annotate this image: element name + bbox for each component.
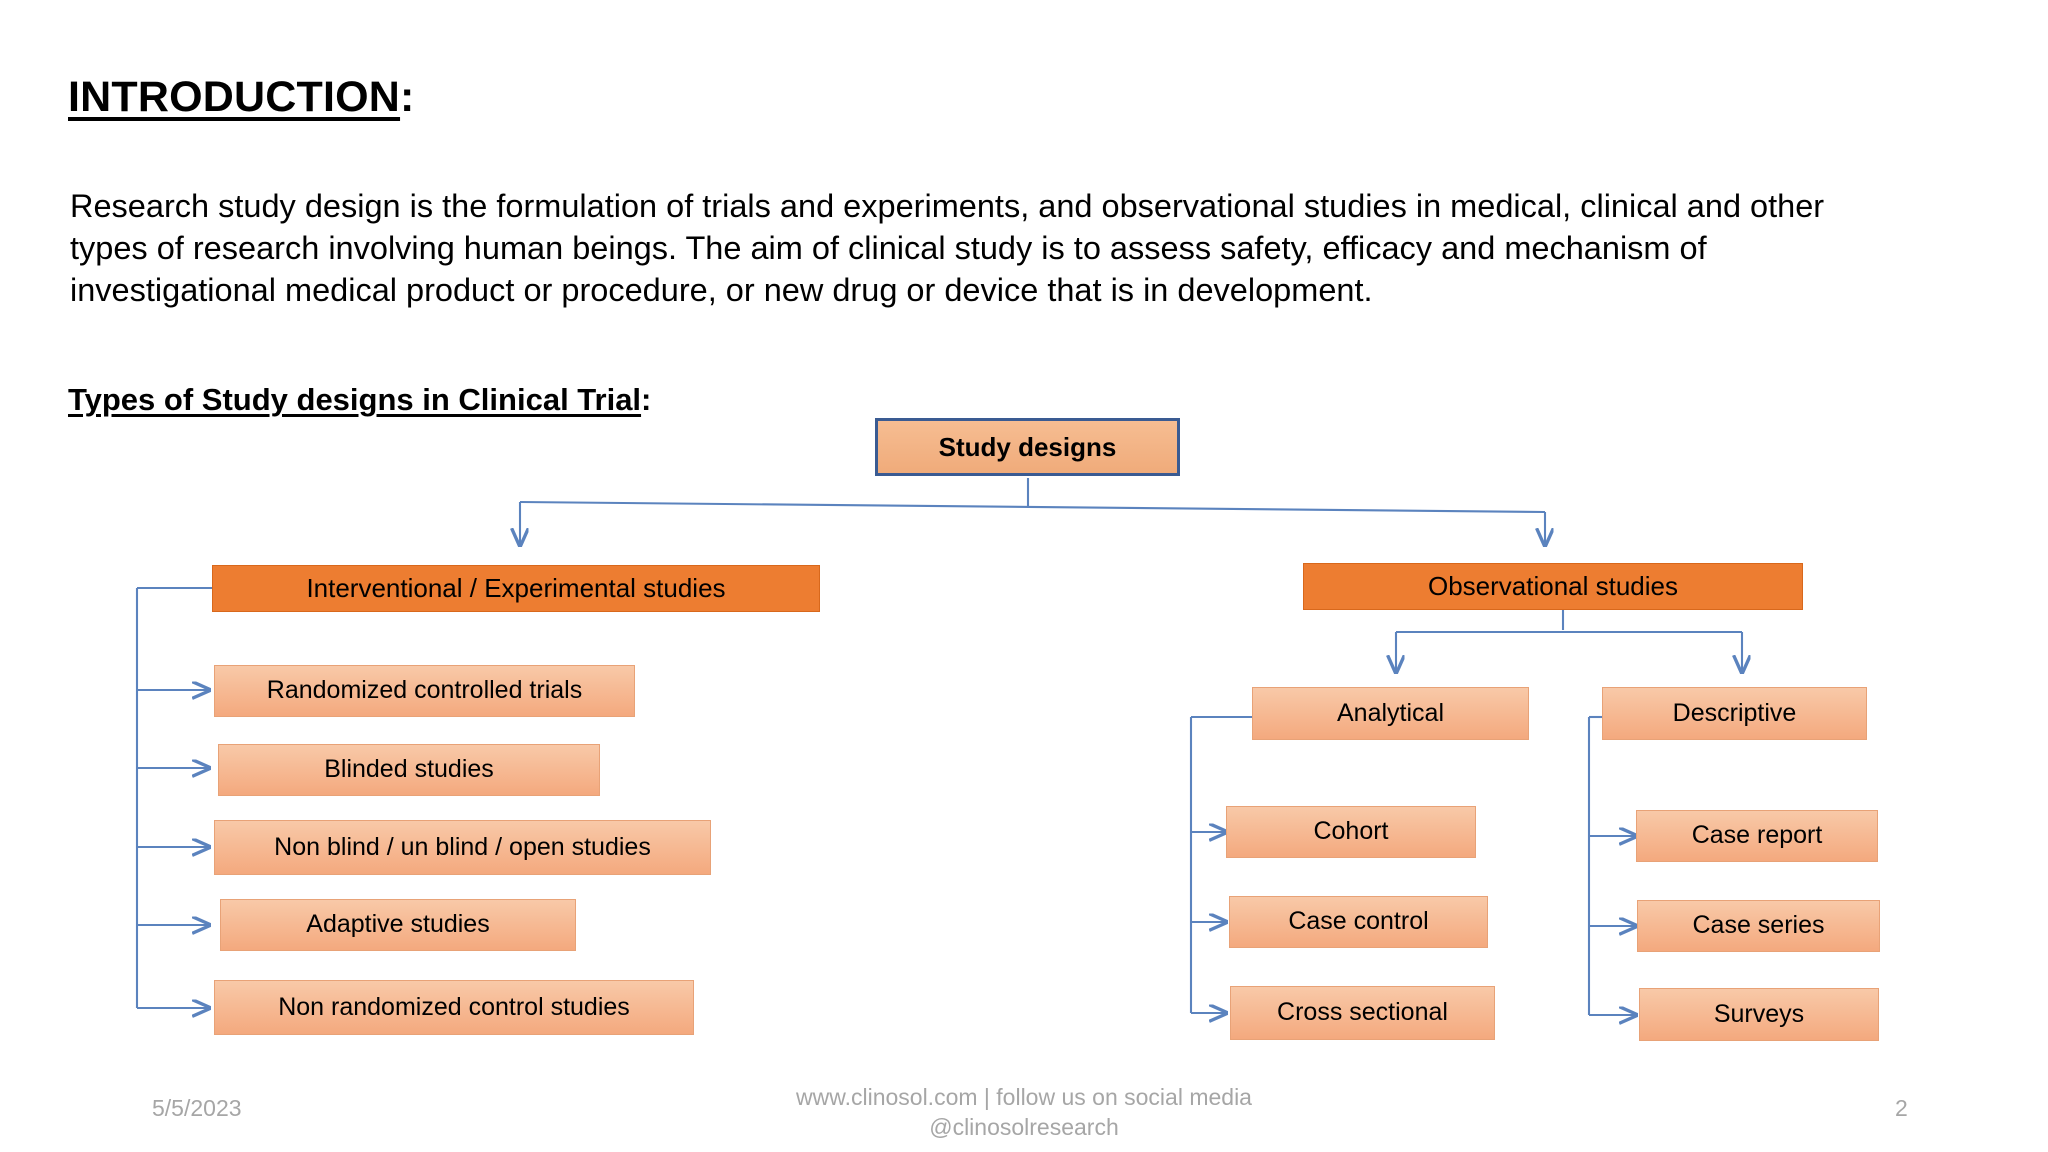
section-subtitle-text: Types of Study designs in Clinical Trial — [68, 382, 642, 417]
node-cross-sectional[interactable]: Cross sectional — [1230, 986, 1495, 1040]
footer-credit-line1: www.clinosol.com | follow us on social m… — [796, 1084, 1252, 1110]
node-observational-studies-label: Observational studies — [1427, 571, 1679, 602]
node-adaptive-studies-label: Adaptive studies — [306, 910, 490, 939]
section-subtitle-colon: : — [641, 382, 652, 417]
page-title: INTRODUCTION: — [68, 76, 415, 119]
node-non-randomized-control-studies[interactable]: Non randomized control studies — [214, 980, 694, 1035]
node-case-control-label: Case control — [1288, 907, 1429, 936]
footer-page-number: 2 — [1895, 1095, 1908, 1121]
node-descriptive-label: Descriptive — [1672, 698, 1797, 727]
footer-credit: www.clinosol.com | follow us on social m… — [724, 1082, 1324, 1142]
node-case-series-label: Case series — [1692, 911, 1825, 940]
footer-date: 5/5/2023 — [152, 1095, 242, 1121]
node-non-blind-open-studies[interactable]: Non blind / un blind / open studies — [214, 820, 711, 875]
node-cohort-label: Cohort — [1313, 817, 1389, 846]
node-case-report[interactable]: Case report — [1636, 810, 1878, 862]
section-subtitle: Types of Study designs in Clinical Trial… — [68, 382, 651, 418]
node-cohort[interactable]: Cohort — [1226, 806, 1476, 858]
node-blinded-studies-label: Blinded studies — [324, 755, 494, 784]
node-case-report-label: Case report — [1691, 821, 1823, 850]
intro-paragraph: Research study design is the formulation… — [70, 188, 1825, 308]
node-interventional-studies[interactable]: Interventional / Experimental studies — [212, 565, 820, 612]
node-descriptive[interactable]: Descriptive — [1602, 687, 1867, 740]
node-study-designs-label: Study designs — [938, 431, 1117, 462]
node-adaptive-studies[interactable]: Adaptive studies — [220, 899, 576, 951]
node-interventional-studies-label: Interventional / Experimental studies — [306, 573, 726, 604]
node-non-randomized-control-studies-label: Non randomized control studies — [278, 992, 630, 1021]
node-study-designs[interactable]: Study designs — [875, 418, 1180, 476]
node-observational-studies[interactable]: Observational studies — [1303, 563, 1803, 610]
node-surveys-label: Surveys — [1713, 999, 1805, 1028]
page-title-colon: : — [400, 73, 415, 121]
node-non-blind-open-studies-label: Non blind / un blind / open studies — [274, 832, 651, 861]
node-case-control[interactable]: Case control — [1229, 896, 1488, 948]
footer-credit-line2: @clinosolresearch — [929, 1114, 1119, 1140]
node-cross-sectional-label: Cross sectional — [1277, 998, 1448, 1027]
node-case-series[interactable]: Case series — [1637, 900, 1880, 952]
page-title-text: INTRODUCTION — [68, 73, 401, 121]
node-analytical[interactable]: Analytical — [1252, 687, 1529, 740]
node-surveys[interactable]: Surveys — [1639, 988, 1879, 1041]
node-analytical-label: Analytical — [1337, 698, 1444, 727]
node-randomized-controlled-trials-label: Randomized controlled trials — [266, 676, 583, 705]
node-blinded-studies[interactable]: Blinded studies — [218, 744, 600, 796]
node-randomized-controlled-trials[interactable]: Randomized controlled trials — [214, 665, 635, 717]
